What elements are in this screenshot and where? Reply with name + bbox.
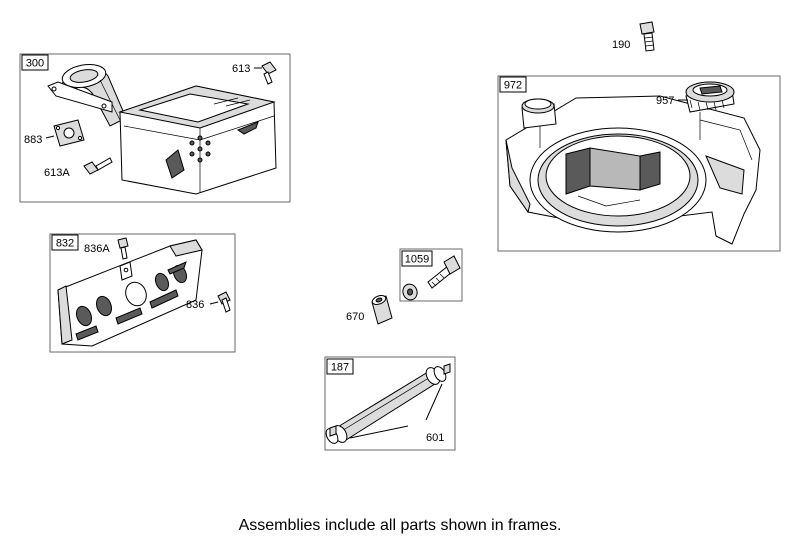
frame-1059-tag	[401, 250, 433, 267]
label-836a: 836A	[84, 243, 110, 255]
diagram-footer-note: Assemblies include all parts shown in fr…	[238, 517, 562, 534]
label-190: 190	[612, 39, 630, 51]
label-601: 601	[426, 432, 444, 444]
gasket-883	[53, 119, 85, 147]
muffler-exhaust-pipe	[47, 64, 127, 127]
washer-1059	[402, 283, 418, 301]
frame-1059-tag-text: 1059	[405, 254, 429, 266]
bolt-1059	[427, 255, 461, 289]
label-957: 957	[656, 95, 674, 107]
screw-836	[217, 291, 231, 313]
bolt-190	[639, 21, 655, 52]
frame-1059-bolt-assembly: 1059	[399, 248, 463, 302]
muffler-body	[118, 85, 277, 195]
frame-832-tag-text: 832	[56, 238, 74, 250]
label-670: 670	[346, 311, 364, 323]
frame-187-tag	[326, 358, 354, 375]
frame-187-tag-text: 187	[331, 362, 349, 374]
frame-832-guard-assembly: 832 836A	[49, 233, 236, 353]
frame-300-muffler-assembly: 300	[19, 53, 291, 203]
label-836: 836	[186, 299, 204, 311]
frame-300-tag-text: 300	[26, 58, 44, 70]
frame-832-tag	[51, 234, 79, 251]
muffler-guard	[57, 239, 203, 347]
frame-972-tag-text: 972	[504, 80, 522, 92]
frame-972-tank-assembly: 972 957	[497, 75, 781, 252]
breather-tube	[332, 367, 441, 443]
label-613: 613	[232, 63, 250, 75]
hose-clamp-upper	[433, 363, 451, 382]
screw-613	[261, 61, 277, 85]
frame-300-tag	[21, 54, 49, 71]
hose-clamp-lower	[325, 425, 339, 444]
frame-972-tag	[499, 76, 527, 93]
screw-613a	[83, 157, 113, 175]
label-883: 883	[24, 134, 42, 146]
fuel-cap-957	[685, 81, 735, 113]
spacer-670	[371, 295, 393, 325]
screw-836a	[117, 237, 129, 260]
label-613a: 613A	[44, 167, 70, 179]
frame-187-tube-assembly: 187 601	[324, 356, 456, 451]
fuel-tank	[505, 95, 761, 245]
